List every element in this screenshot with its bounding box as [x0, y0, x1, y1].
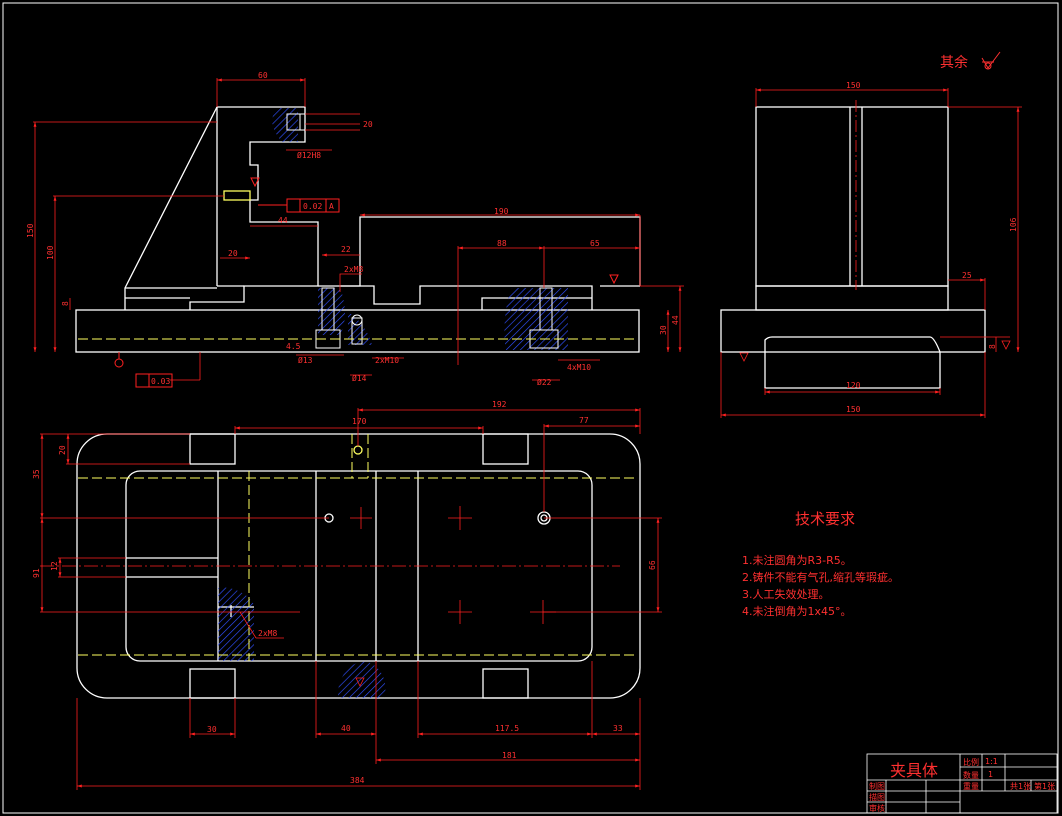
dim-side-1: 106 [1009, 217, 1018, 232]
top-crosses [40, 506, 620, 624]
dim-front-3: 150 [26, 223, 35, 238]
tb-qty-label: 数量 [963, 771, 979, 780]
dim-front-0: 60 [258, 71, 268, 80]
side-dim-texts: 150 106 25 120 150 8 [846, 81, 1018, 414]
title-block [866, 753, 1058, 814]
front-center [78, 190, 637, 340]
front-gdt [114, 177, 619, 388]
tech-item-4: 4.未注倒角为1x45°。 [742, 605, 852, 618]
dim-front-6: 20 [228, 249, 238, 258]
dim-front-20: 44 [671, 315, 680, 325]
tech-item-2: 2.铸件不能有气孔,缩孔等瑕疵。 [742, 571, 899, 584]
dim-top-7: 2xM8 [258, 629, 277, 638]
dim-side-2: 25 [962, 271, 972, 280]
upright-outline [124, 106, 319, 310]
side-view [720, 106, 986, 389]
dim-top-13: 181 [502, 751, 517, 760]
dim-top-5: 12 [50, 561, 59, 571]
dim-front-1: 20 [363, 120, 373, 129]
dim-side-3: 120 [846, 381, 861, 390]
tb-design-label: 描图 [869, 793, 885, 802]
title-block-title: 夹具体 [890, 761, 939, 780]
dim-front-9: 2xM8 [344, 265, 363, 274]
top-hatches [218, 587, 386, 698]
dim-front-16: 2xM10 [375, 356, 399, 365]
top-dim-texts: 170 192 77 20 35 12 91 2xM8 66 30 40 117… [32, 400, 657, 785]
dim-front-2: Ø12H8 [297, 150, 321, 160]
slab-outline [318, 216, 641, 287]
tb-drawn-label: 制图 [869, 782, 885, 791]
tb-qty-value: 1 [988, 770, 994, 779]
surface-note: 其余 [940, 55, 968, 71]
front-view [75, 106, 641, 353]
tb-scale-label: 比例 [963, 758, 979, 767]
dim-side-4: 150 [846, 405, 861, 414]
tb-weight-label: 重量 [963, 782, 979, 791]
tb-check-label: 审核 [869, 804, 885, 813]
dim-front-15: Ø14 [352, 373, 367, 383]
dim-top-14: 384 [350, 776, 365, 785]
dim-front-22: A [329, 202, 334, 211]
dim-front-8: 22 [341, 245, 351, 254]
front-dim-texts: 60 20 Ø12H8 150 100 8 20 44 22 2xM8 190 … [26, 71, 680, 387]
dim-front-11: 88 [497, 239, 507, 248]
side-dim-lines [720, 88, 1022, 418]
dim-front-14: Ø13 [298, 355, 313, 365]
dim-front-19: 30 [659, 325, 668, 335]
dim-top-2: 77 [579, 416, 589, 425]
tb-scale-value: 1:1 [985, 757, 998, 766]
base-plate [75, 309, 640, 353]
tech-item-3: 3.人工失效处理。 [742, 588, 830, 601]
tech-item-1: 1.未注圆角为R3-R5。 [742, 554, 852, 567]
dim-front-7: 44 [278, 216, 288, 225]
dim-front-23: 0.03 [151, 377, 170, 386]
front-hatches [272, 108, 568, 350]
dim-top-0: 170 [352, 417, 367, 426]
surface-finish-icon [981, 51, 1001, 69]
dim-top-6: 91 [32, 568, 41, 578]
top-center [78, 434, 638, 661]
tb-sheet2-label: 第1张 [1034, 782, 1056, 791]
dim-front-4: 100 [46, 245, 55, 260]
tb-sheet-label: 共1张 [1010, 782, 1032, 791]
front-dim-lines [33, 78, 684, 381]
dim-front-17: 4xM10 [567, 363, 591, 372]
top-dim-lines [40, 408, 662, 790]
dim-top-1: 192 [492, 400, 507, 409]
dim-top-11: 117.5 [495, 724, 519, 733]
dim-top-12: 33 [613, 724, 623, 733]
dim-front-13: 4.5 [286, 342, 301, 351]
front-holes [286, 113, 559, 349]
dim-front-21: 0.02 [303, 202, 322, 211]
dim-top-8: 66 [648, 560, 657, 570]
dim-top-3: 20 [58, 445, 67, 455]
dim-front-5: 8 [61, 301, 70, 306]
dim-top-10: 40 [341, 724, 351, 733]
dim-top-9: 30 [207, 725, 217, 734]
dim-front-10: 190 [494, 207, 509, 216]
dim-side-5: 8 [988, 344, 997, 349]
tech-requirements-title: 技术要求 [795, 510, 856, 528]
dim-front-12: 65 [590, 239, 600, 248]
dim-front-18: Ø22 [537, 377, 552, 387]
dim-side-0: 150 [846, 81, 861, 90]
dim-top-4: 35 [32, 469, 41, 479]
